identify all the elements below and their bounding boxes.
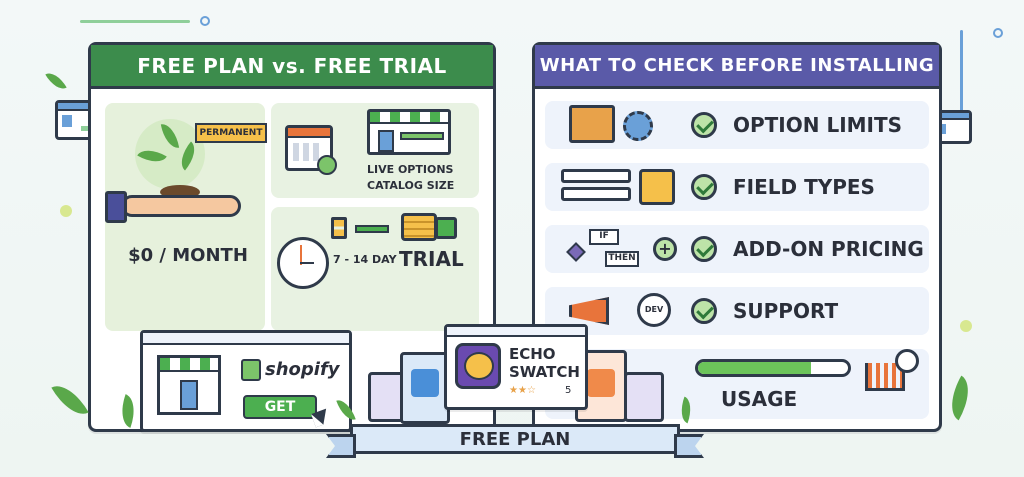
panel-title: FREE PLAN vs. FREE TRIAL [91,45,493,89]
arrow-right-icon [355,225,389,233]
stopwatch-icon [277,237,329,289]
ribbon-tail-left [326,434,356,458]
checklist-label: ADD-ON PRICING [733,237,924,261]
checkmark-icon [691,236,717,262]
shopify-brand: shopify [265,359,340,380]
checklist-row-add-on-pricing: IF THEN + ADD-ON PRICING [545,225,929,273]
checklist-panel: WHAT TO CHECK BEFORE INSTALLING OPTION L… [532,42,942,432]
foliage-icon [941,375,979,421]
star-empty-icon: ☆ [526,385,536,396]
headset-icon: DEV [637,293,671,327]
megaphone-icon [569,297,609,325]
coins-icon [401,213,437,241]
palette-icon [455,343,501,389]
ribbon-tail-right [674,434,704,458]
gear-icon [623,111,653,141]
free-plan-ribbon: FREE PLAN [350,424,680,454]
checklist-label: SUPPORT [733,299,839,323]
app-tile [368,372,404,422]
panel-title: WHAT TO CHECK BEFORE INSTALLING [535,45,939,89]
app-tile [624,372,664,422]
star-filled-icon: ★ [509,385,518,396]
flow-then: THEN [605,251,639,267]
app-name-line2: SWATCH [509,363,580,381]
sleeve-icon [105,191,127,223]
checklist-row-option-limits: OPTION LIMITS [545,101,929,149]
bg-dot [60,205,72,217]
calendar-icon [285,125,333,171]
storefront-icon [367,109,451,155]
price-label: $0 / MONTH [128,245,248,266]
price-tag-icon [639,169,675,205]
checkmark-icon [691,112,717,138]
bg-line-top [80,20,190,23]
trial-card: 7 - 14 DAY TRIAL [271,207,479,331]
checkmark-icon [691,174,717,200]
plus-icon: + [653,237,677,261]
feature-live-options: LIVE OPTIONS [367,163,454,176]
checklist-label: OPTION LIMITS [733,113,903,137]
permanent-tag-label: PERMANENT [199,128,263,138]
form-fields-icon [561,169,631,205]
checklist-row-support: DEV SUPPORT [545,287,929,335]
bg-dot [993,28,1003,38]
rating-count: 5 [565,385,572,396]
clock-icon [895,349,919,373]
hand-icon [121,195,241,217]
permanent-tag: PERMANENT [195,123,267,143]
foliage-icon [45,68,67,94]
checkmark-icon [691,298,717,324]
bg-dot [200,16,210,26]
star-rating: ★★☆ [509,385,536,396]
checklist-label: FIELD TYPES [733,175,875,199]
foliage-icon [51,377,89,423]
get-button[interactable]: GET [243,395,317,419]
app-tile [400,352,450,424]
flowchart-icon: IF THEN [565,229,649,269]
flow-if: IF [589,229,619,245]
checklist-row-field-types: FIELD TYPES [545,163,929,211]
trial-days: 7 - 14 DAY [333,253,397,266]
usage-bar [695,359,851,377]
shopify-bag-icon [241,359,261,381]
app-name-line1: ECHO [509,345,556,363]
checkmark-badge-icon [317,155,337,175]
bg-line-right [960,30,963,120]
storefront-icon [157,355,221,415]
hourglass-icon [331,217,347,239]
echo-swatch-app-card[interactable]: ECHO SWATCH ★★☆ 5 [444,324,588,410]
feature-catalog-size: CATALOG SIZE [367,179,455,192]
star-filled-icon: ★ [517,385,527,396]
shopify-store-card: shopify GET [140,330,352,432]
features-card: LIVE OPTIONS CATALOG SIZE [271,103,479,198]
ribbon-label: FREE PLAN [459,428,571,450]
padlock-icon [435,217,457,239]
boxes-gear-icon [569,105,615,143]
usage-label: USAGE [721,387,798,411]
trial-word: TRIAL [399,247,464,271]
usage-bar-fill [698,362,811,374]
free-plan-card: $0 / MONTH [105,103,265,331]
bg-dot [960,320,972,332]
